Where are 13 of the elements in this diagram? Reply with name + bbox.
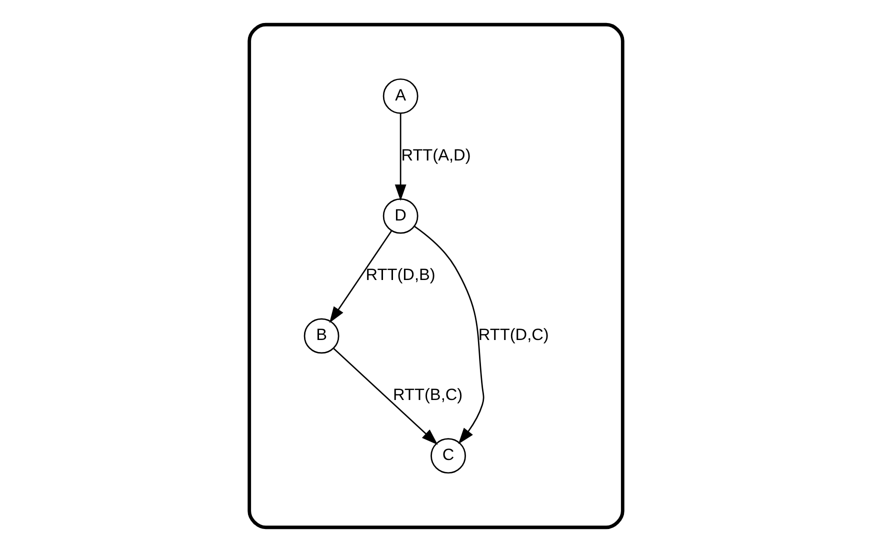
edge-label: RTT(D,C) (478, 326, 549, 344)
edge-label: RTT(B,C) (393, 386, 463, 404)
arrow (329, 230, 392, 323)
arrow (414, 226, 484, 444)
node-circle: B (304, 318, 340, 354)
node-circle: D (382, 198, 418, 234)
arrow (394, 113, 406, 201)
cluster (248, 22, 624, 530)
edge-label: RTT(A,D) (401, 146, 471, 164)
node-circle: C (430, 438, 466, 474)
arrow (333, 348, 438, 445)
node-circle: A (382, 78, 418, 114)
edge-label: RTT(D,B) (366, 266, 436, 284)
